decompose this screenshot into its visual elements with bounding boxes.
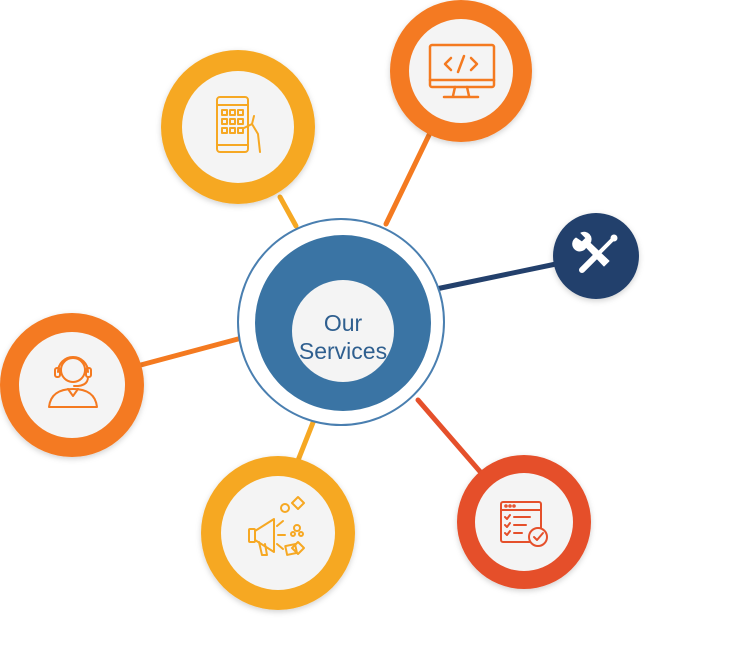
node-inner-disc <box>19 332 125 438</box>
headset-agent-icon <box>48 356 98 408</box>
connector-web-development <box>383 130 433 227</box>
connectors <box>134 130 559 478</box>
node-inner-disc <box>475 473 573 571</box>
center-hub <box>237 218 445 426</box>
node-inner-disc <box>409 19 513 123</box>
node-mobile-app-development[interactable] <box>161 50 315 204</box>
connector-quality-testing <box>415 397 486 478</box>
tools-icon <box>572 231 618 273</box>
code-monitor-icon <box>428 43 496 99</box>
node-maintenance-support[interactable] <box>553 213 639 299</box>
mobile-touch-icon <box>216 96 261 153</box>
node-inner-disc <box>221 476 335 590</box>
node-digital-marketing[interactable] <box>201 456 355 610</box>
node-customer-support[interactable] <box>0 313 144 457</box>
node-web-development[interactable] <box>390 0 532 142</box>
checklist-browser-icon <box>500 501 548 547</box>
node-quality-testing[interactable] <box>457 455 591 589</box>
connector-customer-support <box>134 336 241 369</box>
hub-inner-disc <box>292 280 394 382</box>
megaphone-icon <box>248 496 305 556</box>
connector-mobile-app-development <box>277 194 299 229</box>
connector-maintenance-support <box>433 261 559 292</box>
